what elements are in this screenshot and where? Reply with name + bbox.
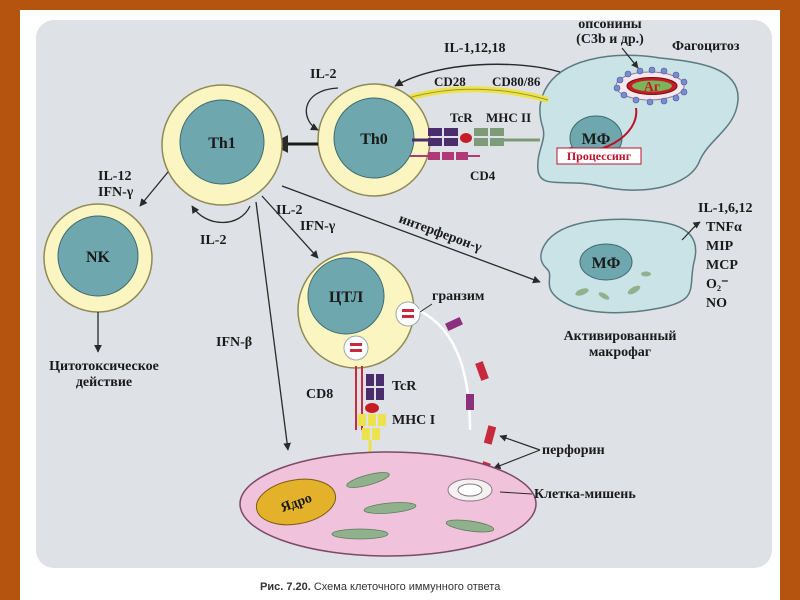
cytotoxic-label-2: действие (76, 375, 132, 390)
cytokine-item: IL-1,6,12 (698, 201, 752, 216)
ctl-granule-1 (395, 301, 421, 327)
figure-caption: Рис. 7.20. Схема клеточного иммунного от… (260, 581, 501, 593)
cd80-86-label: CD80/86 (492, 74, 541, 89)
granule-track (417, 308, 472, 431)
ifn-b-arrow (255, 201, 291, 451)
activated-macrophage: МФ (540, 218, 697, 314)
opsonins-label-2: (C3b и др.) (576, 32, 644, 47)
mf-active-nucleus (579, 243, 633, 281)
th0-label: Th0 (360, 131, 388, 148)
perforin-arrow-2 (493, 449, 541, 469)
mhc2-label: MHC II (486, 110, 531, 125)
macrophage-top: МФ Аг Процессинг (537, 54, 739, 191)
ctl-cell: ЦТЛ (297, 251, 421, 369)
th1-to-nk-arrow (139, 171, 169, 207)
cytokine-item: NO (706, 296, 727, 311)
processing-box (556, 147, 642, 165)
granzyme-label: гранзим (432, 289, 485, 304)
ifn-g-left-label: IFN-γ (98, 185, 134, 200)
macrophage-granules (575, 271, 651, 300)
il-1-12-18-arrow (394, 63, 561, 87)
il-1-12-18-label: IL-1,12,18 (444, 41, 505, 56)
th0-cell: Th0 (317, 83, 431, 197)
cytokine-item: MIP (706, 239, 734, 254)
opsonins-label-1: опсонины (578, 17, 641, 32)
tcr-bottom-label: TcR (392, 379, 417, 394)
granzyme-pointer (419, 303, 433, 313)
target-pointer (499, 491, 533, 495)
target-cell: Ядро (239, 451, 537, 557)
cytotoxic-label-1: Цитотоксическое (49, 359, 159, 374)
ifn-g-mid-label: IFN-γ (300, 219, 336, 234)
cytokine-item: TNFα (706, 220, 742, 235)
cytokine-item: O₂⁻ (706, 277, 728, 292)
activated-label-2: макрофаг (589, 345, 651, 360)
opsonins-arrow (621, 47, 639, 69)
antigen-label: Аг (644, 80, 660, 95)
nk-label: NK (86, 249, 111, 266)
tcr-top-label: TcR (450, 110, 473, 125)
cd8-label: CD8 (306, 387, 333, 402)
target-organelles (331, 472, 495, 540)
il2-top-arrow (305, 87, 339, 131)
mhc1-label: MHC I (392, 413, 435, 428)
interferon-arrow (281, 185, 541, 284)
mf-active-label: МФ (592, 255, 621, 272)
th1-label: Th1 (208, 135, 236, 152)
il2-loop-arrow (191, 205, 251, 224)
opsonin-dots (613, 66, 688, 106)
ctl-granule-2 (343, 335, 369, 361)
target-label: Клетка-мишень (534, 487, 636, 502)
cytokine-item: MCP (706, 258, 738, 273)
phagocytosis-label: Фагоцитоз (672, 39, 740, 54)
cytokine-arrow (681, 221, 701, 241)
mf-top-label: МФ (582, 131, 611, 148)
ctl-label: ЦТЛ (329, 289, 363, 306)
il2-top-label: IL-2 (310, 67, 336, 82)
th1-cell: Th1 (161, 84, 283, 206)
cd28-label: CD28 (434, 74, 466, 89)
activated-label-1: Активированный (564, 329, 677, 344)
tcr-mhc1-complex (355, 366, 386, 462)
nk-cell: NK (43, 203, 153, 313)
tcr-mhc2-complex (410, 128, 540, 160)
perforin-arrow-1 (499, 434, 541, 451)
il2-mid-label: IL-2 (276, 203, 302, 218)
ifn-b-label: IFN-β (216, 335, 252, 350)
perforin-label: перфорин (542, 443, 605, 458)
il12-label: IL-12 (98, 169, 131, 184)
il2-loop-label: IL-2 (200, 233, 226, 248)
th1-to-ctl-arrow (261, 195, 319, 259)
target-nucleus (255, 478, 337, 526)
processing-label: Процессинг (567, 149, 632, 163)
cd4-label: CD4 (470, 168, 496, 183)
